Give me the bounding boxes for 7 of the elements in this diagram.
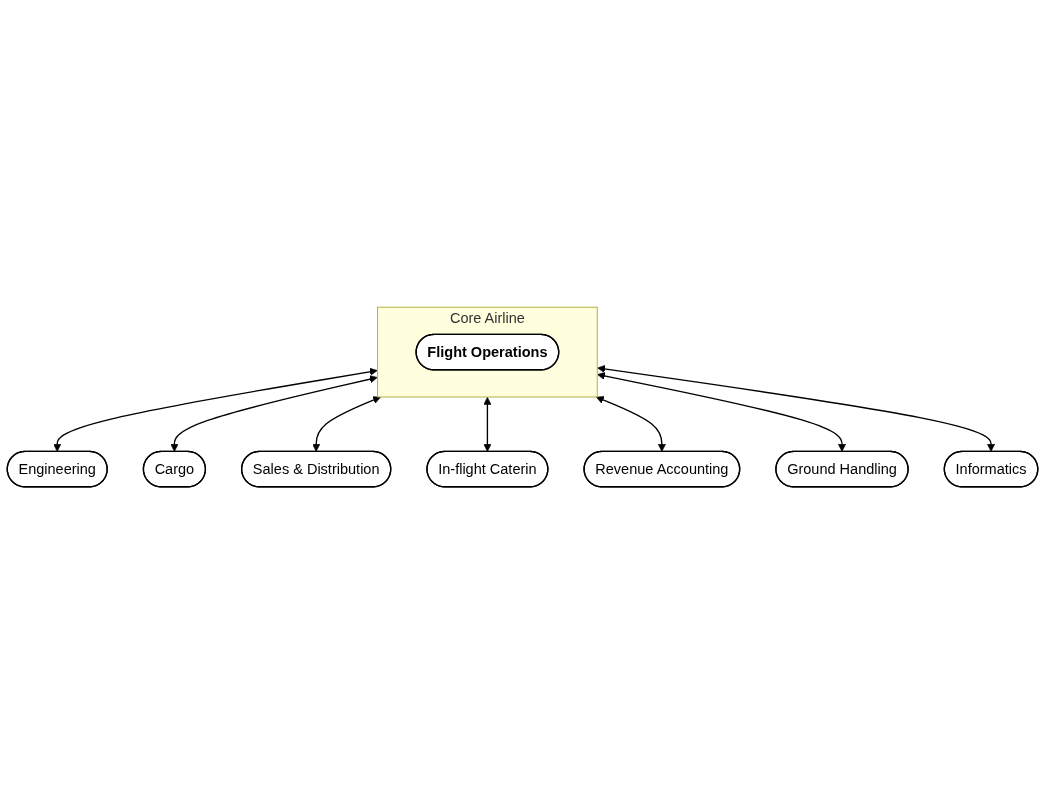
arrow (597, 364, 996, 452)
arrow (312, 396, 381, 452)
arrow (596, 396, 666, 452)
arrow (597, 372, 846, 452)
arrow (53, 367, 378, 452)
arrow (483, 397, 492, 452)
arrow (170, 375, 378, 452)
